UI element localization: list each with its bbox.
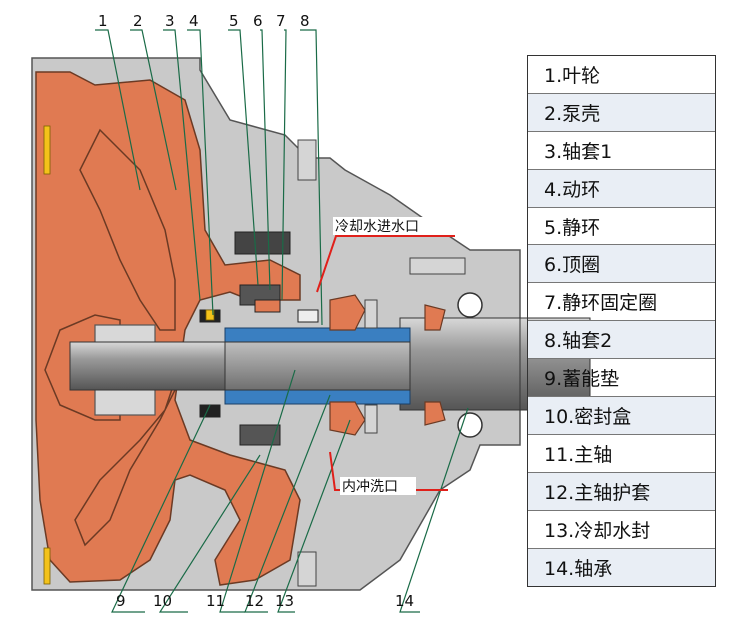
callout-8: 8	[300, 12, 310, 30]
callout-5: 5	[229, 12, 239, 30]
callout-10: 10	[153, 592, 172, 610]
legend-item: 1.叶轮	[528, 56, 715, 94]
legend-item: 13.冷却水封	[528, 511, 715, 549]
bearing-seals	[424, 304, 446, 426]
legend-item: 5.静环	[528, 208, 715, 246]
gaskets	[43, 125, 215, 585]
callout-9: 9	[116, 592, 126, 610]
bolts	[297, 139, 466, 587]
bottom-callouts: 9 10 11 12 13 14	[116, 592, 414, 610]
legend-item: 14.轴承	[528, 548, 715, 587]
legend-item: 7.静环固定圈	[528, 283, 715, 322]
legend-item: 4.动环	[528, 169, 715, 208]
legend-item: 2.泵壳	[528, 93, 715, 132]
callout-2: 2	[133, 12, 143, 30]
callout-12: 12	[245, 592, 264, 610]
callout-6: 6	[253, 12, 263, 30]
parts-legend: 1.叶轮 2.泵壳 3.轴套1 4.动环 5.静环 6.顶圈 7.静环固定圈 8…	[527, 55, 716, 587]
cooling-water-seal	[329, 294, 366, 436]
callout-13: 13	[275, 592, 294, 610]
callout-1: 1	[98, 12, 108, 30]
top-callouts: 1 2 3 4 5 6 7 8	[98, 12, 310, 30]
cooling-inlet-label: 冷却水进水口	[335, 219, 419, 235]
callout-4: 4	[189, 12, 199, 30]
legend-item: 11.主轴	[528, 435, 715, 473]
legend-item: 12.主轴护套	[528, 472, 715, 511]
legend-item: 10.密封盒	[528, 397, 715, 435]
callout-3: 3	[165, 12, 175, 30]
legend-item: 8.轴套2	[528, 321, 715, 360]
seal-rings	[199, 231, 319, 446]
callout-14: 14	[395, 592, 414, 610]
leader-lines	[95, 29, 469, 613]
legend-item: 6.顶圈	[528, 245, 715, 284]
shaft-sleeve	[224, 327, 411, 405]
callout-11: 11	[206, 592, 225, 610]
internal-flush-label: 内冲洗口	[342, 479, 398, 495]
callout-7: 7	[276, 12, 286, 30]
legend-item: 3.轴套1	[528, 132, 715, 170]
legend-item: 9.蓄能垫	[528, 359, 715, 398]
